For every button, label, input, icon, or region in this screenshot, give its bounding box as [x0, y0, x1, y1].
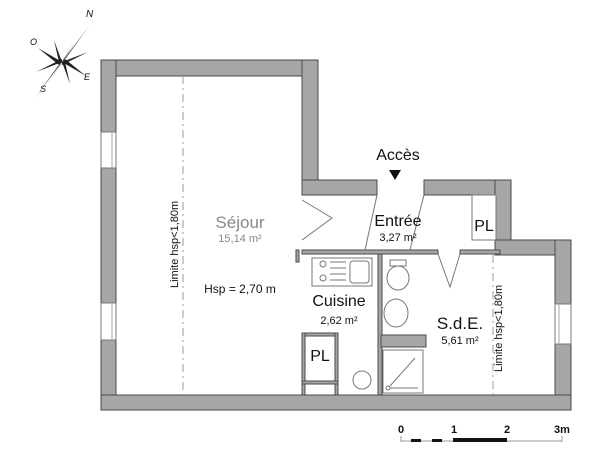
room-sejour-area: 15,14 m²: [218, 233, 262, 245]
scale-tick-2: 2: [504, 424, 510, 436]
room-entree-area: 3,27 m²: [379, 232, 417, 244]
sejour-height: Hsp = 2,70 m: [204, 282, 276, 296]
compass-west: O: [30, 37, 37, 47]
scale-tick-0: 0: [398, 424, 404, 436]
scale-bar: 0 1 2 3m: [398, 424, 570, 442]
room-sde-name: S.d.E.: [437, 314, 483, 333]
walls: [100, 59, 572, 411]
room-cuisine-area: 2,62 m²: [320, 315, 358, 327]
scale-tick-3: 3m: [554, 424, 570, 436]
room-sde-area: 5,61 m²: [441, 335, 479, 347]
room-cuisine-name: Cuisine: [312, 293, 365, 310]
shower-icon: [382, 349, 424, 394]
scale-tick-1: 1: [451, 424, 457, 436]
room-entree-name: Entrée: [374, 213, 421, 230]
access-label: Accès: [376, 147, 420, 164]
sink-icon: [383, 298, 409, 328]
compass-rose-icon: [35, 26, 89, 98]
windows: [100, 131, 572, 345]
toilet-icon: [386, 259, 410, 291]
sejour-limit-label: Limite hsp<1,80m: [169, 201, 181, 288]
closet-kitchen-label: PL: [310, 348, 330, 365]
closet-entree: [471, 194, 497, 241]
compass-south: S: [40, 84, 46, 94]
access-arrow-icon: [389, 170, 401, 180]
compass-north: N: [86, 9, 94, 20]
sde-limit-label: Limite hsp<1,80m: [493, 285, 505, 372]
kitchen-counter-icon: [311, 257, 373, 287]
doors: [301, 194, 461, 289]
water-heater-icon: [352, 370, 372, 390]
room-sejour-name: Séjour: [215, 213, 264, 232]
closet-entree-label: PL: [474, 218, 494, 235]
compass-east: E: [84, 72, 91, 82]
